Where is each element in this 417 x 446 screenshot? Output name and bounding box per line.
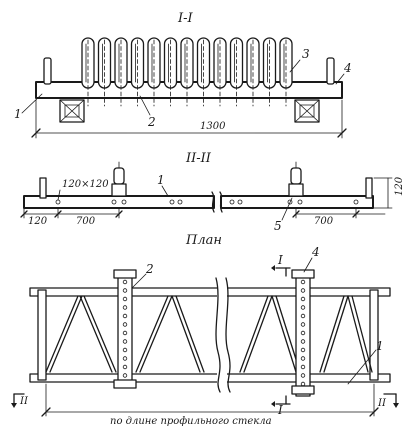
callout-3-i-i: 3 xyxy=(302,47,310,61)
dimension-height: 120 xyxy=(394,176,405,196)
dimension-tube-size: 120×120 xyxy=(62,179,109,190)
perforation-hole xyxy=(300,296,306,302)
glass-profile-unit xyxy=(213,37,227,107)
truss-web xyxy=(45,295,373,373)
right-post xyxy=(326,57,335,85)
glass-profile-unit xyxy=(246,37,260,107)
glass-profile-unit xyxy=(147,37,161,107)
plan-view: План xyxy=(11,233,399,427)
beam-ii-ii-left xyxy=(23,195,215,209)
callout-2-plan: 2 xyxy=(145,262,154,276)
perforation-hole xyxy=(122,288,128,293)
right-support xyxy=(294,99,320,123)
svg-text:I: I xyxy=(277,403,283,417)
top-chord xyxy=(29,287,391,297)
section-i-i-view: I-I 1300 1 xyxy=(14,11,352,139)
perforation-hole xyxy=(300,381,306,387)
ii-left-holder xyxy=(111,161,127,197)
ii-left-post xyxy=(39,177,47,199)
svg-text:I: I xyxy=(277,253,283,267)
right-end-member xyxy=(369,289,379,381)
callout-1-ii-ii: 1 xyxy=(157,173,165,187)
glass-profile-unit xyxy=(180,37,194,107)
perforation-hole xyxy=(122,347,128,353)
dimension-1300: 1300 xyxy=(200,121,226,132)
callout-4-i-i: 4 xyxy=(343,61,352,75)
perforation-hole xyxy=(300,339,306,344)
perforation-hole xyxy=(300,313,306,319)
left-post xyxy=(43,57,52,85)
glass-profile-unit xyxy=(196,37,211,107)
glass-profile-unit xyxy=(114,37,128,107)
perforation-hole xyxy=(122,322,128,327)
perforation-hole xyxy=(300,288,306,293)
perforation-hole xyxy=(122,313,128,319)
glass-profile-unit xyxy=(279,37,293,107)
ii-right-holder xyxy=(288,161,304,197)
left-end-member xyxy=(37,289,47,381)
section-mark-i-top: I xyxy=(271,253,291,277)
svg-text:II: II xyxy=(377,398,387,409)
glass-profile-unit xyxy=(130,37,145,107)
glass-profile-unit xyxy=(81,37,95,107)
glass-profile-unit xyxy=(262,37,277,107)
callout-2-i-i: 2 xyxy=(147,115,156,129)
glass-profile-unit xyxy=(97,37,112,107)
perforation-hole xyxy=(122,296,128,302)
perforation-hole xyxy=(122,339,128,344)
ii-bolt-holes xyxy=(55,199,359,205)
section-i-i-title: I-I xyxy=(177,11,194,26)
bottom-chord xyxy=(29,373,391,383)
perforated-holder-left xyxy=(113,269,137,389)
ii-right-post xyxy=(365,177,373,199)
perforation-hole xyxy=(122,356,128,361)
perforation-hole xyxy=(300,330,306,336)
callout-1-plan: 1 xyxy=(376,339,384,353)
perforation-hole xyxy=(122,373,128,378)
perforation-hole xyxy=(300,347,306,353)
perforation-hole xyxy=(300,373,306,378)
perforation-hole xyxy=(122,305,128,310)
plan-title: План xyxy=(185,233,222,248)
svg-text:II: II xyxy=(19,396,29,407)
dimension-plan-length: по длине профильного стекла xyxy=(110,416,272,427)
section-mark-ii-left: II xyxy=(11,393,29,408)
perforation-hole xyxy=(300,279,306,285)
perforated-holder-right xyxy=(291,269,315,397)
dimension-left-offset: 120 xyxy=(28,216,48,227)
break-line-left xyxy=(215,277,221,393)
perforation-hole xyxy=(122,330,128,336)
dimension-spacing-right: 700 xyxy=(314,216,334,227)
section-ii-ii-title: II-II xyxy=(185,151,212,166)
dimension-spacing-left: 700 xyxy=(76,216,96,227)
perforation-hole xyxy=(300,356,306,361)
beam-ii-ii-right xyxy=(220,195,374,209)
glass-profile-unit xyxy=(229,37,244,107)
perforation-hole xyxy=(300,305,306,310)
perforation-hole xyxy=(122,364,128,370)
section-mark-ii-right: II xyxy=(377,393,399,409)
perforation-hole xyxy=(122,279,128,285)
callout-5-ii-ii: 5 xyxy=(274,219,282,233)
section-mark-i-bottom: I xyxy=(271,395,291,417)
section-ii-ii-view: II-II xyxy=(20,151,405,233)
glass-profile-unit xyxy=(163,37,178,107)
break-line-right xyxy=(225,277,231,393)
callout-4-plan: 4 xyxy=(311,245,320,259)
glass-profile-stack xyxy=(81,37,293,107)
perforation-hole xyxy=(300,322,306,327)
left-support xyxy=(59,99,85,123)
perforation-hole xyxy=(300,364,306,370)
callout-1-i-i: 1 xyxy=(14,107,22,121)
